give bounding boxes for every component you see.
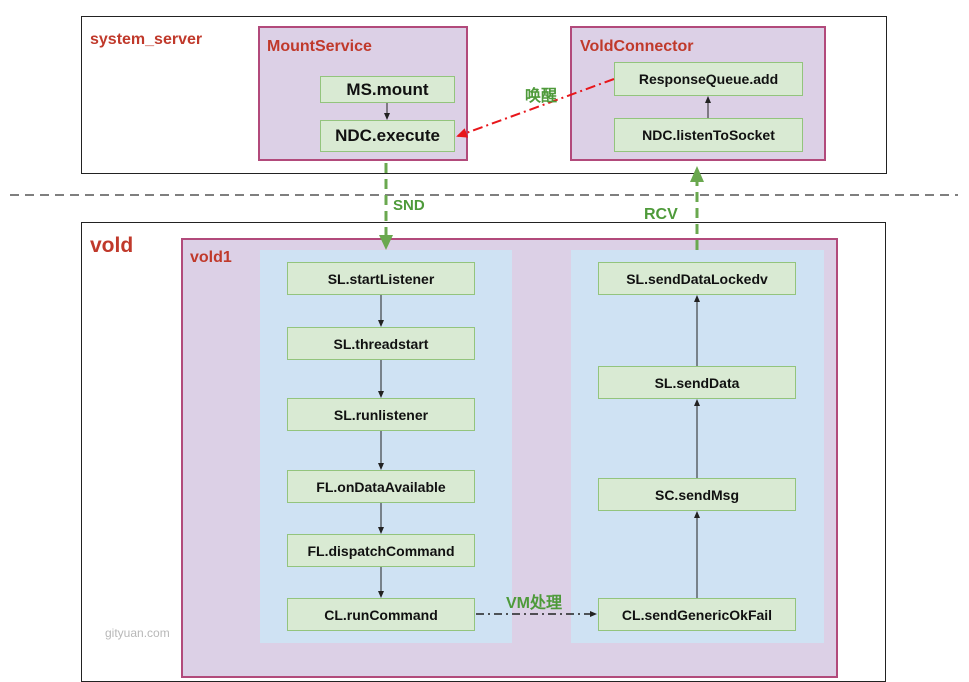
node-sl-start-listener: SL.startListener xyxy=(287,262,475,295)
node-fl-dispatch-command: FL.dispatchCommand xyxy=(287,534,475,567)
system-server-label: system_server xyxy=(90,31,203,48)
node-sl-runlistener: SL.runlistener xyxy=(287,398,475,431)
vold-label: vold xyxy=(90,234,134,257)
mount-service-label: MountService xyxy=(267,38,372,55)
node-sl-send-data-lockedv: SL.sendDataLockedv xyxy=(598,262,796,295)
vold-connector-label: VoldConnector xyxy=(580,38,694,55)
node-response-queue-add: ResponseQueue.add xyxy=(614,62,803,96)
watermark: gityuan.com xyxy=(105,626,170,640)
rcv-arrowhead xyxy=(690,166,704,182)
node-cl-run-command: CL.runCommand xyxy=(287,598,475,631)
label-snd: SND xyxy=(393,197,425,214)
edge-wake xyxy=(456,78,615,138)
node-sc-send-msg: SC.sendMsg xyxy=(598,478,796,511)
node-sl-send-data: SL.sendData xyxy=(598,366,796,399)
send-lane xyxy=(260,250,512,643)
connectors xyxy=(10,78,958,617)
node-fl-on-data-available: FL.onDataAvailable xyxy=(287,470,475,503)
node-sl-threadstart: SL.threadstart xyxy=(287,327,475,360)
vold1-label: vold1 xyxy=(190,249,232,266)
snd-arrowhead xyxy=(379,235,393,250)
label-vm-process: VM处理 xyxy=(506,595,563,612)
node-ndc-listen-to-socket: NDC.listenToSocket xyxy=(614,118,803,152)
node-cl-send-generic-ok-fail: CL.sendGenericOkFail xyxy=(598,598,796,631)
node-ndc-execute: NDC.execute xyxy=(320,120,455,152)
label-wake: 唤醒 xyxy=(525,88,558,105)
label-rcv: RCV xyxy=(644,206,678,223)
node-ms-mount: MS.mount xyxy=(320,76,455,103)
